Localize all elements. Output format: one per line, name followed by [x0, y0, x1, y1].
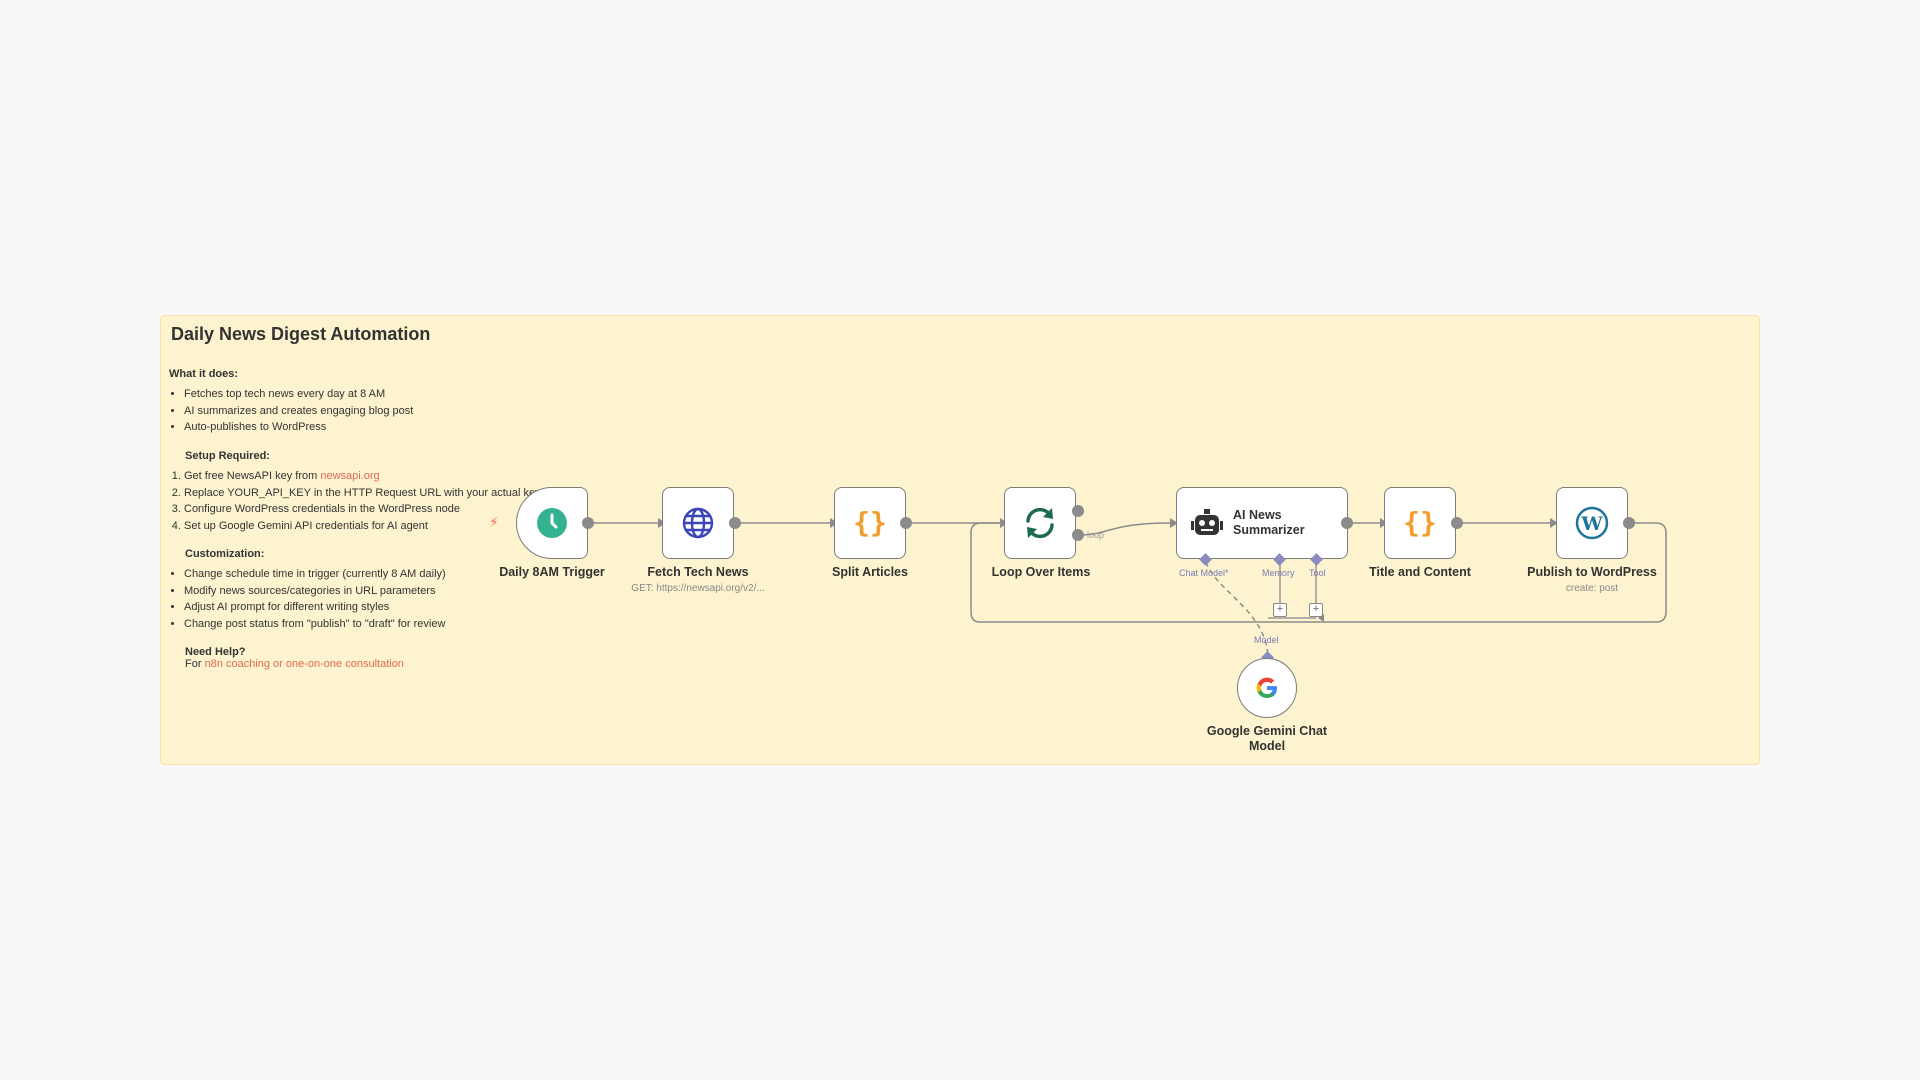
node-label: Loop Over Items: [991, 565, 1091, 579]
coaching-link[interactable]: n8n coaching or one-on-one consultation: [204, 658, 404, 670]
refresh-icon: [1026, 507, 1054, 539]
svg-text:{}: {}: [1403, 506, 1437, 539]
help-text: For n8n coaching or one-on-one consultat…: [185, 658, 404, 670]
newsapi-link[interactable]: newsapi.org: [320, 470, 380, 482]
node-publish-wordpress[interactable]: W: [1556, 487, 1628, 559]
add-memory-button[interactable]: +: [1273, 603, 1287, 617]
output-port[interactable]: [1451, 517, 1463, 529]
wordpress-icon: W: [1575, 506, 1609, 540]
setup-item: Configure WordPress credentials in the W…: [184, 501, 541, 518]
custom-list-wrap: Change schedule time in trigger (current…: [169, 566, 446, 632]
clock-icon: [537, 508, 567, 538]
help-heading: Need Help?: [185, 646, 246, 658]
output-port[interactable]: [1623, 517, 1635, 529]
google-icon: [1256, 677, 1277, 698]
setup-item: Set up Google Gemini API credentials for…: [184, 518, 541, 535]
node-subtitle: GET: https://newsapi.org/v2/...: [631, 583, 765, 594]
node-subtitle: create: post: [1565, 583, 1619, 594]
custom-item: Change schedule time in trigger (current…: [184, 566, 446, 583]
node-label: Title and Content: [1369, 565, 1471, 579]
node-fetch-news[interactable]: [662, 487, 734, 559]
agent-title: AI News Summarizer: [1233, 508, 1305, 537]
custom-heading: Customization:: [185, 548, 265, 560]
what-item: Fetches top tech news every day at 8 AM: [184, 386, 413, 403]
node-gemini-model[interactable]: [1237, 658, 1297, 718]
output-port[interactable]: [582, 517, 594, 529]
globe-icon: [682, 507, 714, 539]
what-item: AI summarizes and creates engaging blog …: [184, 403, 413, 420]
what-item: Auto-publishes to WordPress: [184, 419, 413, 436]
setup-list: Get free NewsAPI key from newsapi.org Re…: [169, 468, 541, 534]
output-port[interactable]: [1341, 517, 1353, 529]
setup-list-wrap: Get free NewsAPI key from newsapi.org Re…: [169, 468, 541, 534]
node-loop-items[interactable]: [1004, 487, 1076, 559]
node-label: Google Gemini Chat Model: [1206, 724, 1328, 753]
custom-item: Change post status from "publish" to "dr…: [184, 616, 446, 633]
custom-item: Modify news sources/categories in URL pa…: [184, 583, 446, 600]
node-split-articles[interactable]: {}: [834, 487, 906, 559]
custom-item: Adjust AI prompt for different writing s…: [184, 599, 446, 616]
model-label: Model: [1254, 635, 1279, 645]
chat-model-label: Chat Model*: [1179, 568, 1229, 578]
node-ai-summarizer[interactable]: AI News Summarizer: [1176, 487, 1348, 559]
add-tool-button[interactable]: +: [1309, 603, 1323, 617]
node-label: Daily 8AM Trigger: [499, 565, 605, 579]
output-port-loop[interactable]: [1072, 529, 1084, 541]
what-it-does-section: What it does: Fetches top tech news ever…: [169, 368, 413, 436]
code-braces-icon: {}: [853, 506, 887, 539]
setup-item: Replace YOUR_API_KEY in the HTTP Request…: [184, 485, 541, 502]
output-port[interactable]: [729, 517, 741, 529]
node-title-content[interactable]: {}: [1384, 487, 1456, 559]
setup-heading: Setup Required:: [185, 450, 270, 462]
what-heading: What it does:: [169, 368, 239, 380]
node-label: Split Articles: [832, 565, 908, 579]
robot-icon: [1191, 509, 1223, 535]
loop-label: loop: [1087, 530, 1105, 540]
node-label: Publish to WordPress: [1527, 565, 1657, 579]
sticky-note[interactable]: Daily News Digest Automation What it doe…: [160, 315, 1760, 765]
svg-text:W: W: [1580, 513, 1603, 535]
custom-section: Customization:: [185, 548, 264, 560]
setup-item: Get free NewsAPI key from newsapi.org: [184, 468, 541, 485]
sticky-title: Daily News Digest Automation: [171, 324, 431, 344]
what-list: Fetches top tech news every day at 8 AM …: [169, 386, 413, 436]
tool-label: Tool: [1309, 568, 1326, 578]
help-section: Need Help? For n8n coaching or one-on-on…: [185, 646, 404, 670]
output-port[interactable]: [900, 517, 912, 529]
node-daily-trigger[interactable]: [516, 487, 588, 559]
output-port-done[interactable]: [1072, 505, 1084, 517]
svg-text:{}: {}: [853, 506, 887, 539]
custom-list: Change schedule time in trigger (current…: [169, 566, 446, 632]
trigger-bolt-icon: ⚡: [489, 514, 499, 530]
node-label: Fetch Tech News: [647, 565, 749, 579]
code-braces-icon: {}: [1403, 506, 1437, 539]
setup-section: Setup Required:: [185, 450, 270, 462]
memory-label: Memory: [1262, 568, 1295, 578]
